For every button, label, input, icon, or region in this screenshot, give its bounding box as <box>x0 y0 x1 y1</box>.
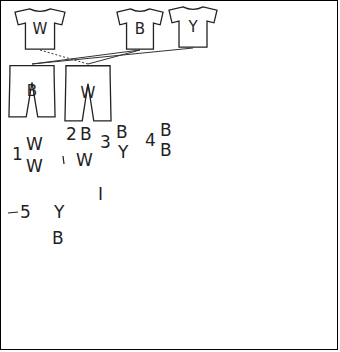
note-text: B <box>116 124 128 141</box>
outline-path <box>169 7 217 47</box>
shirt-shape: W <box>14 8 66 50</box>
note-text: W <box>26 136 43 153</box>
color-letter: W <box>33 22 48 37</box>
outline-path <box>117 9 163 49</box>
pants-shape: W <box>64 64 112 122</box>
pants-shape: B <box>8 64 56 118</box>
note-text: W <box>26 158 43 175</box>
note-text: 3 <box>100 134 111 151</box>
color-letter: W <box>81 86 96 101</box>
shirt-shape: B <box>116 8 164 50</box>
pairing-line <box>88 50 140 64</box>
dash-mark <box>8 212 18 213</box>
note-text: Y <box>118 144 128 161</box>
pairing-line <box>32 48 193 64</box>
outline-path <box>65 66 111 121</box>
outline-path <box>9 66 55 117</box>
note-text: B <box>160 122 172 139</box>
note-text: W <box>76 152 93 169</box>
color-letter: B <box>135 22 145 37</box>
note-text: I <box>98 186 103 203</box>
color-letter: Y <box>188 20 197 35</box>
tick-mark <box>63 156 64 164</box>
note-text: B <box>52 230 64 247</box>
note-text: 1 <box>12 146 23 163</box>
note-text: 4 <box>145 132 156 149</box>
note-text: B <box>80 126 92 143</box>
note-text: B <box>160 142 172 159</box>
note-text: 5 <box>20 204 31 221</box>
shirt-shape: Y <box>168 6 218 48</box>
outline-path <box>15 9 65 49</box>
color-letter: B <box>27 84 37 99</box>
note-text: Y <box>54 204 64 221</box>
note-text: 2 <box>66 126 77 143</box>
